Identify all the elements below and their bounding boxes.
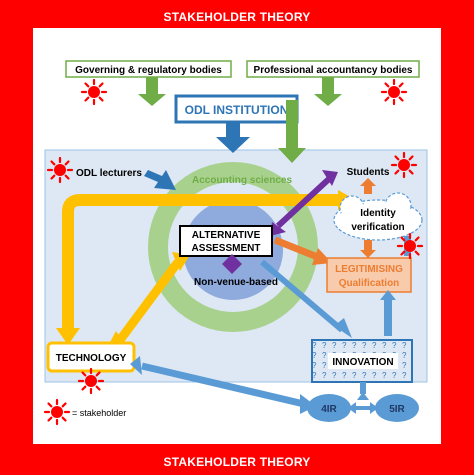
assessment-up-arrow [222, 254, 242, 264]
professional-bodies-label: Professional accountancy bodies [254, 65, 413, 76]
professional-arrow [314, 77, 342, 106]
legend-sun-icon [43, 398, 71, 426]
technology-4ir-link [141, 362, 305, 408]
fourir-circle [307, 394, 351, 422]
legitimising-label-2: Qualification [339, 278, 400, 289]
fiveir-circle [375, 394, 419, 422]
stakeholder-sun-icon [390, 151, 418, 179]
identity-verification-cloud [333, 192, 423, 241]
title-top: STAKEHOLDER THEORY [163, 10, 311, 24]
non-venue-label: Non-venue-based [194, 277, 278, 288]
diagram-canvas: ? Governing & regulatory bodies Professi… [33, 28, 441, 444]
orange-arrowhead-down [360, 250, 376, 258]
stakeholder-sun-icon [380, 78, 408, 106]
accounting-sciences-label: Accounting sciences [192, 175, 292, 186]
professional-arrow-stem [286, 100, 298, 124]
identity-label-1: Identity [360, 208, 396, 219]
odl-institution-label: ODL INSTITUTION [185, 103, 289, 117]
fourir-label: 4IR [321, 404, 337, 415]
stakeholder-sun-icon [77, 367, 105, 395]
steel-arrowhead-tech [130, 356, 142, 375]
steel-arrowhead-up [380, 290, 396, 300]
orange-stem-mid [364, 240, 372, 252]
innovation-label-bg [328, 353, 398, 369]
tech-assessment-link [116, 259, 182, 343]
stakeholder-sun-icon [80, 78, 108, 106]
technology-verification-path [62, 194, 340, 330]
legend-label: = stakeholder [72, 408, 126, 418]
legitimising-label-1: LEGITIMISING [335, 264, 403, 275]
odl-lecturers-label: ODL lecturers [76, 168, 142, 179]
legitimising-box [326, 257, 412, 293]
stakeholder-sun-icon [396, 232, 424, 260]
yellow-arrowhead-down [56, 328, 80, 345]
diagram-svg: ? Governing & regulatory bodies Professi… [43, 60, 428, 426]
purple-arrowhead-students [322, 170, 338, 186]
identity-label-2: verification [351, 222, 404, 233]
assessment-legitimising-link [273, 236, 322, 262]
alternative-assessment-box [179, 225, 273, 257]
fiveir-label: 5IR [389, 404, 405, 415]
students-label: Students [347, 167, 390, 178]
orange-arrowhead-up [360, 178, 376, 186]
steel-arrowhead-innovation [334, 318, 352, 338]
governing-bodies-label: Governing & regulatory bodies [75, 65, 222, 76]
professional-to-sciences-arrow [278, 122, 306, 163]
innovation-label: INNOVATION [332, 357, 393, 368]
innovation-down-stem [360, 382, 366, 394]
students-assessment-link [275, 175, 333, 229]
steel-arrowhead-right [370, 402, 378, 414]
institution-arrow [216, 122, 250, 153]
assessment-down-arrow [222, 264, 242, 274]
title-bottom: STAKEHOLDER THEORY [163, 455, 311, 469]
innovation-identity-stem [384, 296, 392, 336]
orange-stem-top [364, 184, 372, 194]
alternative-label-2: ASSESSMENT [192, 243, 261, 254]
governing-arrow [138, 77, 166, 106]
lecturers-arrow [144, 170, 176, 190]
stakeholder-sun-icon [46, 156, 74, 184]
alternative-label-1: ALTERNATIVE [192, 230, 261, 241]
steel-arrowhead-left [348, 402, 356, 414]
assessment-innovation-link [260, 259, 344, 333]
steel-arrowhead-innovation-down [357, 392, 369, 400]
purple-arrowhead-assessment [270, 222, 286, 236]
technology-label: TECHNOLOGY [56, 353, 127, 364]
